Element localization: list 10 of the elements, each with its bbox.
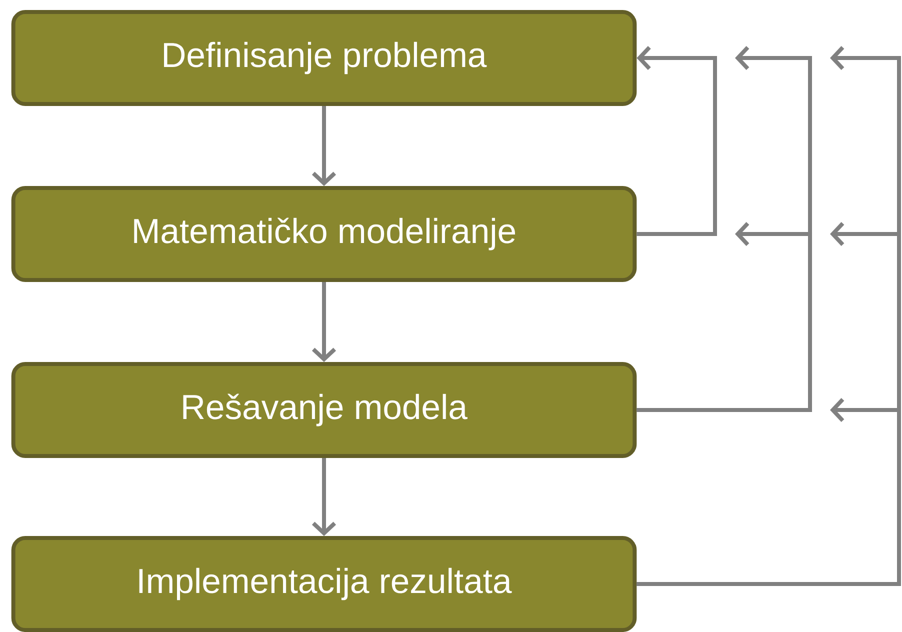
process-box: Definisanje problema <box>11 10 637 106</box>
process-box: Rešavanje modela <box>11 362 637 458</box>
arrow <box>636 46 717 236</box>
process-box: Implementacija rezultata <box>11 536 637 632</box>
arrow <box>312 458 336 536</box>
arrow <box>312 282 336 362</box>
process-box: Matematičko modeliranje <box>11 186 637 282</box>
arrow <box>636 222 812 412</box>
arrow <box>312 106 336 186</box>
arrow <box>636 398 901 586</box>
